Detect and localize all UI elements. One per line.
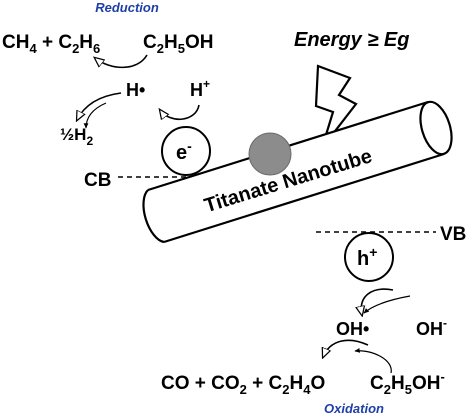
reduction-products: CH4 + C2H6 xyxy=(2,32,100,56)
h-radical: H• xyxy=(126,80,145,100)
cb-label: CB xyxy=(84,170,111,191)
electron-circle xyxy=(161,126,211,176)
oxidation-products: CO + CO2 + C2H4O xyxy=(161,373,325,397)
oh-radical: OH• xyxy=(336,319,369,339)
hydroxide-ion: OH- xyxy=(416,316,447,339)
hole-circle xyxy=(344,232,394,282)
titanate-nanotube: Titanate Nanotube xyxy=(142,100,453,244)
ethanol-to-products-arrow xyxy=(95,54,148,69)
ethanol-reactant: C2H5OH xyxy=(143,32,213,56)
radical-to-products-arrow xyxy=(323,339,369,357)
cocatalyst-particle xyxy=(248,132,292,176)
hole-to-radical-arrow xyxy=(361,288,394,315)
hole-label: h+ xyxy=(357,244,377,270)
radical-to-hydrogen-arrow xyxy=(77,92,122,120)
ethanol-oxidized: C2H5OH- xyxy=(370,369,445,397)
oxidation-title: Oxidation xyxy=(324,401,384,416)
ethanol-oxidation-arrow xyxy=(354,347,392,374)
half-hydrogen: ½H2 xyxy=(60,125,93,148)
proton-to-radical-arrow xyxy=(160,104,200,119)
reduction-title: Reduction xyxy=(95,0,159,15)
electron-label: e- xyxy=(176,138,192,164)
tube-opening xyxy=(419,100,453,156)
hydroxide-side-arrow xyxy=(363,295,411,314)
proton: H+ xyxy=(190,77,210,100)
vb-label: VB xyxy=(440,224,466,245)
light-bolt-icon xyxy=(314,64,358,149)
energy-label: Energy ≥ Eg xyxy=(294,29,409,51)
hydrogen-side-arrow xyxy=(83,102,107,129)
